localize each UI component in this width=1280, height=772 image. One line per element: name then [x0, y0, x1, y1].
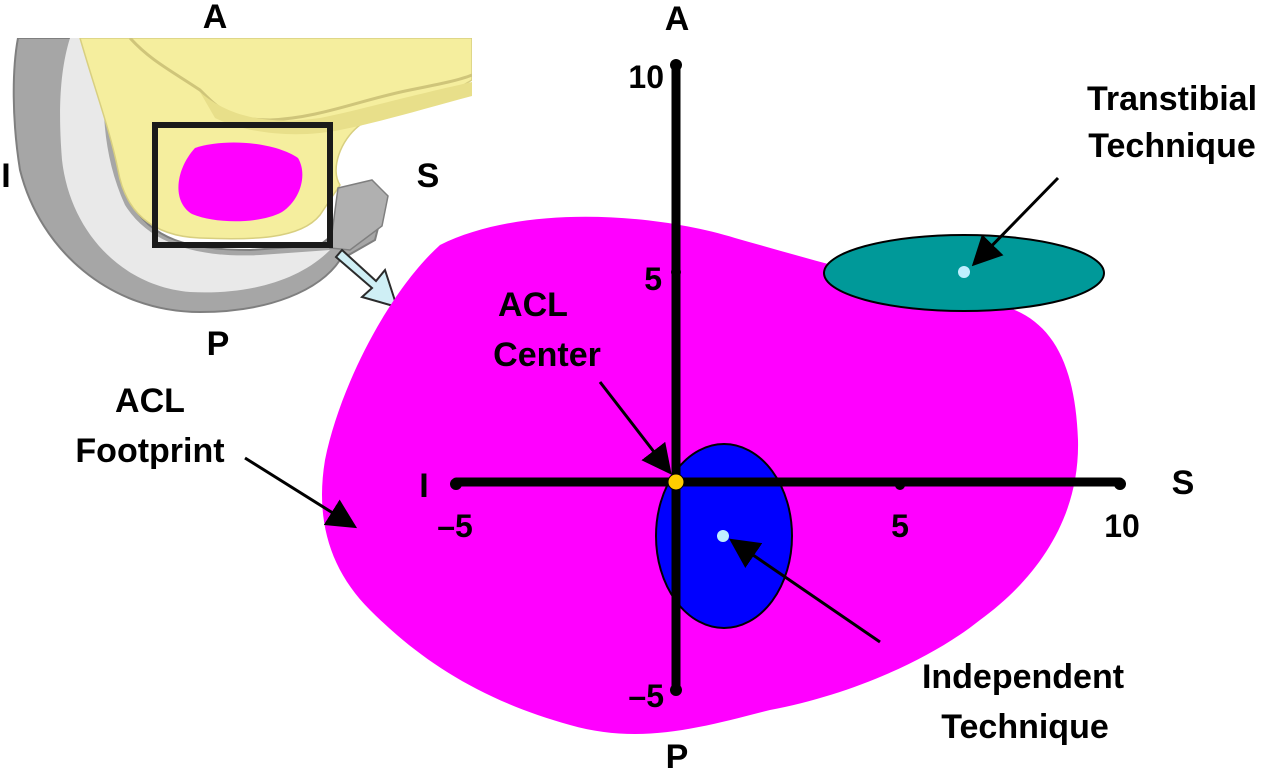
acl-footprint-label-line2: Footprint	[75, 432, 224, 470]
tibia-tube-shape	[329, 179, 389, 251]
tibia-rim-highlight	[60, 38, 330, 293]
inset-label-superior: S	[417, 157, 440, 195]
tibia-bone-shade	[200, 82, 472, 135]
axis-label-superior: S	[1172, 464, 1195, 502]
tick-label-x-neg5: –5	[437, 508, 473, 544]
tick-label-y-neg5: –5	[628, 678, 664, 714]
inset-zoom-box	[152, 122, 333, 248]
tick-label-y-5: 5	[644, 261, 662, 297]
inset-label-anterior: A	[203, 0, 228, 36]
independent-label-line2: Technique	[941, 708, 1109, 746]
tick-dot-x-5	[895, 480, 905, 490]
acl-center-label-line1: ACL	[498, 286, 568, 324]
acl-footprint-pointer-arrow	[244, 456, 358, 529]
transtibial-label-line1: Transtibial	[1087, 80, 1257, 118]
independent-centroid-dot	[717, 530, 729, 542]
acl-center-dot	[667, 473, 685, 491]
axis-label-inferior: I	[419, 467, 428, 505]
inset-label-posterior: P	[207, 325, 230, 363]
tick-dot-y-10	[670, 59, 682, 71]
tick-dot-x-neg5	[450, 478, 462, 490]
transtibial-pointer-arrow	[971, 176, 1060, 267]
tibial-plateau-inset	[12, 38, 472, 314]
tick-label-y-10: 10	[628, 59, 664, 95]
transtibial-centroid-dot	[958, 266, 970, 278]
tick-label-x-5: 5	[891, 508, 909, 544]
inset-label-inferior: I	[1, 157, 10, 195]
acl-center-pointer-arrow	[598, 381, 672, 475]
acl-center-label-line2: Center	[493, 336, 601, 374]
tick-dot-x-10	[1114, 478, 1126, 490]
independent-label-line1: Independent	[922, 658, 1124, 696]
acl-footprint-label-line1: ACL	[115, 382, 185, 420]
axis-label-posterior: P	[666, 738, 689, 772]
tick-label-x-10: 10	[1104, 508, 1140, 544]
inset-acl-footprint	[178, 142, 303, 222]
tick-dot-y-5	[671, 267, 681, 277]
transtibial-label-line2: Technique	[1088, 127, 1256, 165]
independent-pointer-arrow	[729, 538, 881, 644]
axis-label-anterior: A	[665, 0, 690, 38]
tick-dot-y-neg5	[670, 684, 682, 696]
zoom-arrow	[334, 248, 399, 309]
